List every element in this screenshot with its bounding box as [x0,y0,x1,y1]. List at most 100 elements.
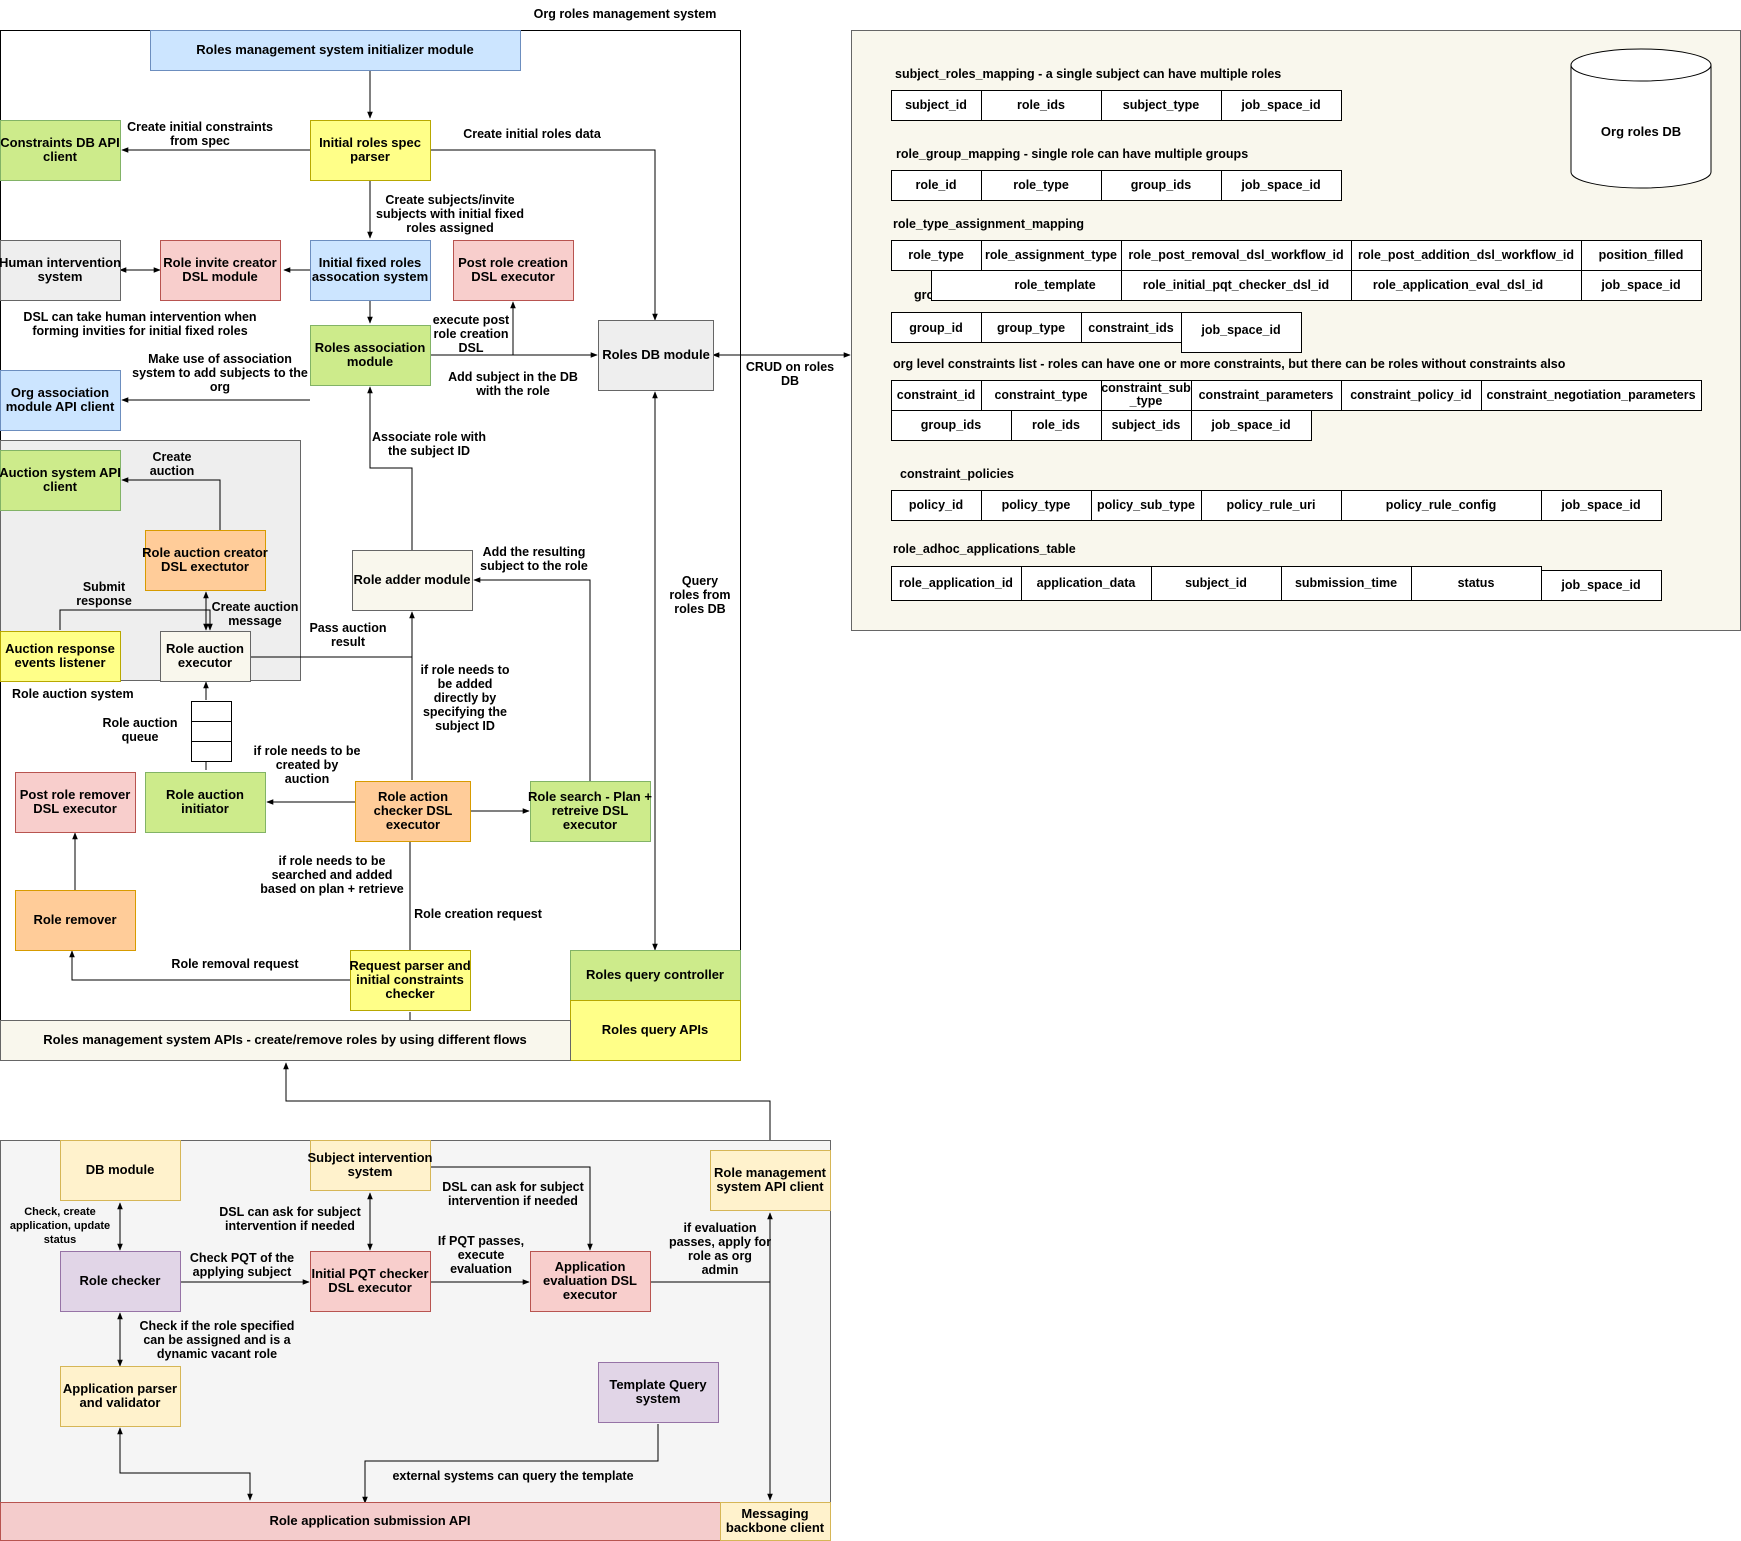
role-auction-executor[interactable]: Role auction executor [160,631,251,682]
role-invite-creator[interactable]: Role invite creator DSL module [160,240,281,301]
svg-text:DSL: DSL [459,341,484,355]
svg-text:applying subject: applying subject [193,1265,292,1279]
svg-text:Role remover: Role remover [33,912,116,927]
svg-text:constraint_policy_id: constraint_policy_id [1350,388,1472,402]
svg-text:client: client [43,149,78,164]
svg-text:Role auction: Role auction [166,787,244,802]
svg-text:job_space_id: job_space_id [1240,98,1320,112]
roles-query-controller[interactable]: Roles query controller [570,950,741,1001]
post-role-remover[interactable]: Post role remover DSL executor [15,772,136,833]
role-auction-creator[interactable]: Role auction creator DSL exectutor [142,530,268,591]
svg-text:auction: auction [285,772,329,786]
svg-text:Constraints DB API: Constraints DB API [0,135,119,150]
roles-management-apis[interactable]: Roles management system APIs - create/re… [0,1020,571,1061]
svg-text:events listener: events listener [14,655,105,670]
db-tables: subject_roles_mapping - a single subject… [891,67,1702,601]
org-association-client[interactable]: Org association module API client [0,370,121,431]
table-title-role-type-assignment: role_type_assignment_mapping [893,217,1084,231]
svg-text:specifying the: specifying the [423,705,507,719]
role-auction-initiator[interactable]: Role auction initiator [145,772,266,833]
svg-text:dynamic vacant role: dynamic vacant role [157,1347,277,1361]
subject-intervention-system[interactable]: Subject intervention system [308,1140,433,1191]
svg-text:initial constraints: initial constraints [356,972,464,987]
messaging-backbone-client[interactable]: Messaging backbone client [720,1502,831,1541]
request-parser[interactable]: Request parser and initial constraints c… [349,950,471,1011]
label-check-create: Check, create [24,1206,96,1218]
role-management-api-client[interactable]: Role management system API client [710,1150,831,1211]
auction-response-listener[interactable]: Auction response events listener [0,631,121,682]
roles-query-apis[interactable]: Roles query APIs [570,1000,741,1061]
auction-system-client[interactable]: Auction system API client [0,450,121,511]
svg-text:group_id: group_id [909,321,962,335]
label-if-auction: if role needs to be [254,744,361,758]
svg-text:initiator: initiator [181,801,229,816]
label-check-pqt: Check PQT of the [190,1251,294,1265]
initial-pqt-checker[interactable]: Initial PQT checker DSL executor [310,1251,431,1312]
svg-text:client: client [43,479,78,494]
svg-text:Roles query APIs: Roles query APIs [602,1022,708,1037]
svg-text:execute: execute [458,1248,505,1262]
svg-text:response: response [76,594,132,608]
role-search-executor[interactable]: Role search - Plan + retreive DSL execut… [528,781,652,842]
label-create-auction: Create [153,450,192,464]
svg-text:Auction system API: Auction system API [0,465,121,480]
svg-text:role_post_addition_dsl_workflo: role_post_addition_dsl_workflow_id [1358,248,1574,262]
role-remover[interactable]: Role remover [15,890,136,951]
svg-text:executor: executor [178,655,232,670]
svg-text:message: message [228,614,282,628]
svg-text:application, update: application, update [10,1220,110,1232]
svg-text:role_assignment_type: role_assignment_type [985,248,1117,262]
svg-text:position_filled: position_filled [1599,248,1684,262]
role-action-checker[interactable]: Role action checker DSL executor [355,781,471,842]
svg-text:passes, apply for: passes, apply for [669,1235,771,1249]
label-external-query: external systems can query the template [392,1469,633,1483]
svg-text:Application: Application [555,1259,626,1274]
constraints-db-client[interactable]: Constraints DB API client [0,120,121,181]
svg-text:DSL exectutor: DSL exectutor [161,559,249,574]
role-checker[interactable]: Role checker [60,1251,181,1312]
svg-text:DSL executor: DSL executor [328,1280,412,1295]
svg-text:job_space_id: job_space_id [1240,178,1320,192]
label-removal-request: Role removal request [171,957,299,971]
role-application-submission-api[interactable]: Role application submission API [0,1502,721,1541]
svg-text:Role adder module: Role adder module [353,572,470,587]
connectors-bottom [117,1166,773,1504]
svg-text:Messaging: Messaging [741,1506,808,1521]
svg-text:subjects with initial fixed: subjects with initial fixed [376,207,524,221]
svg-text:policy_sub_type: policy_sub_type [1097,498,1195,512]
roles-db-module[interactable]: Roles DB module [598,320,714,391]
svg-text:system API client: system API client [716,1179,824,1194]
svg-text:with the role: with the role [475,384,550,398]
svg-text:Initial roles spec: Initial roles spec [319,135,421,150]
label-association-use: Make use of association [148,352,292,366]
initializer-module[interactable]: Roles management system initializer modu… [150,30,521,71]
role-adder-module[interactable]: Role adder module [352,550,473,611]
svg-text:job_space_id: job_space_id [1200,323,1280,337]
spec-parser[interactable]: Initial roles spec parser [310,120,431,181]
label-create-auction-msg: Create auction [212,600,299,614]
svg-text:Post role remover: Post role remover [20,787,131,802]
svg-text:role_ids: role_ids [1017,98,1065,112]
svg-text:Human intervention: Human intervention [0,255,121,270]
svg-text:be added: be added [438,677,493,691]
svg-text:DSL executor: DSL executor [33,801,117,816]
label-create-subjects: Create subjects/invite [385,193,514,207]
svg-text:role_post_removal_dsl_workflow: role_post_removal_dsl_workflow_id [1128,248,1343,262]
svg-text:directly by: directly by [434,691,497,705]
human-intervention-system[interactable]: Human intervention system [0,240,121,301]
template-query-system[interactable]: Template Query system [598,1362,719,1423]
application-evaluation-executor[interactable]: Application evaluation DSL executor [530,1251,651,1312]
initial-fixed-roles[interactable]: Initial fixed roles assocation system [310,240,431,301]
svg-text:subject to the role: subject to the role [480,559,588,573]
svg-text:result: result [331,635,366,649]
svg-text:from spec: from spec [170,134,230,148]
svg-text:constraint_type: constraint_type [994,388,1087,402]
label-create-roles-data: Create initial roles data [463,127,602,141]
application-parser[interactable]: Application parser and validator [60,1366,181,1427]
db-module[interactable]: DB module [60,1140,181,1201]
roles-association-module[interactable]: Roles association module [310,325,431,386]
label-if-direct: if role needs to [421,663,510,677]
post-role-creation[interactable]: Post role creation DSL executor [453,240,574,301]
svg-text:Org roles DB: Org roles DB [1601,124,1681,139]
svg-text:Role auction creator: Role auction creator [142,545,268,560]
